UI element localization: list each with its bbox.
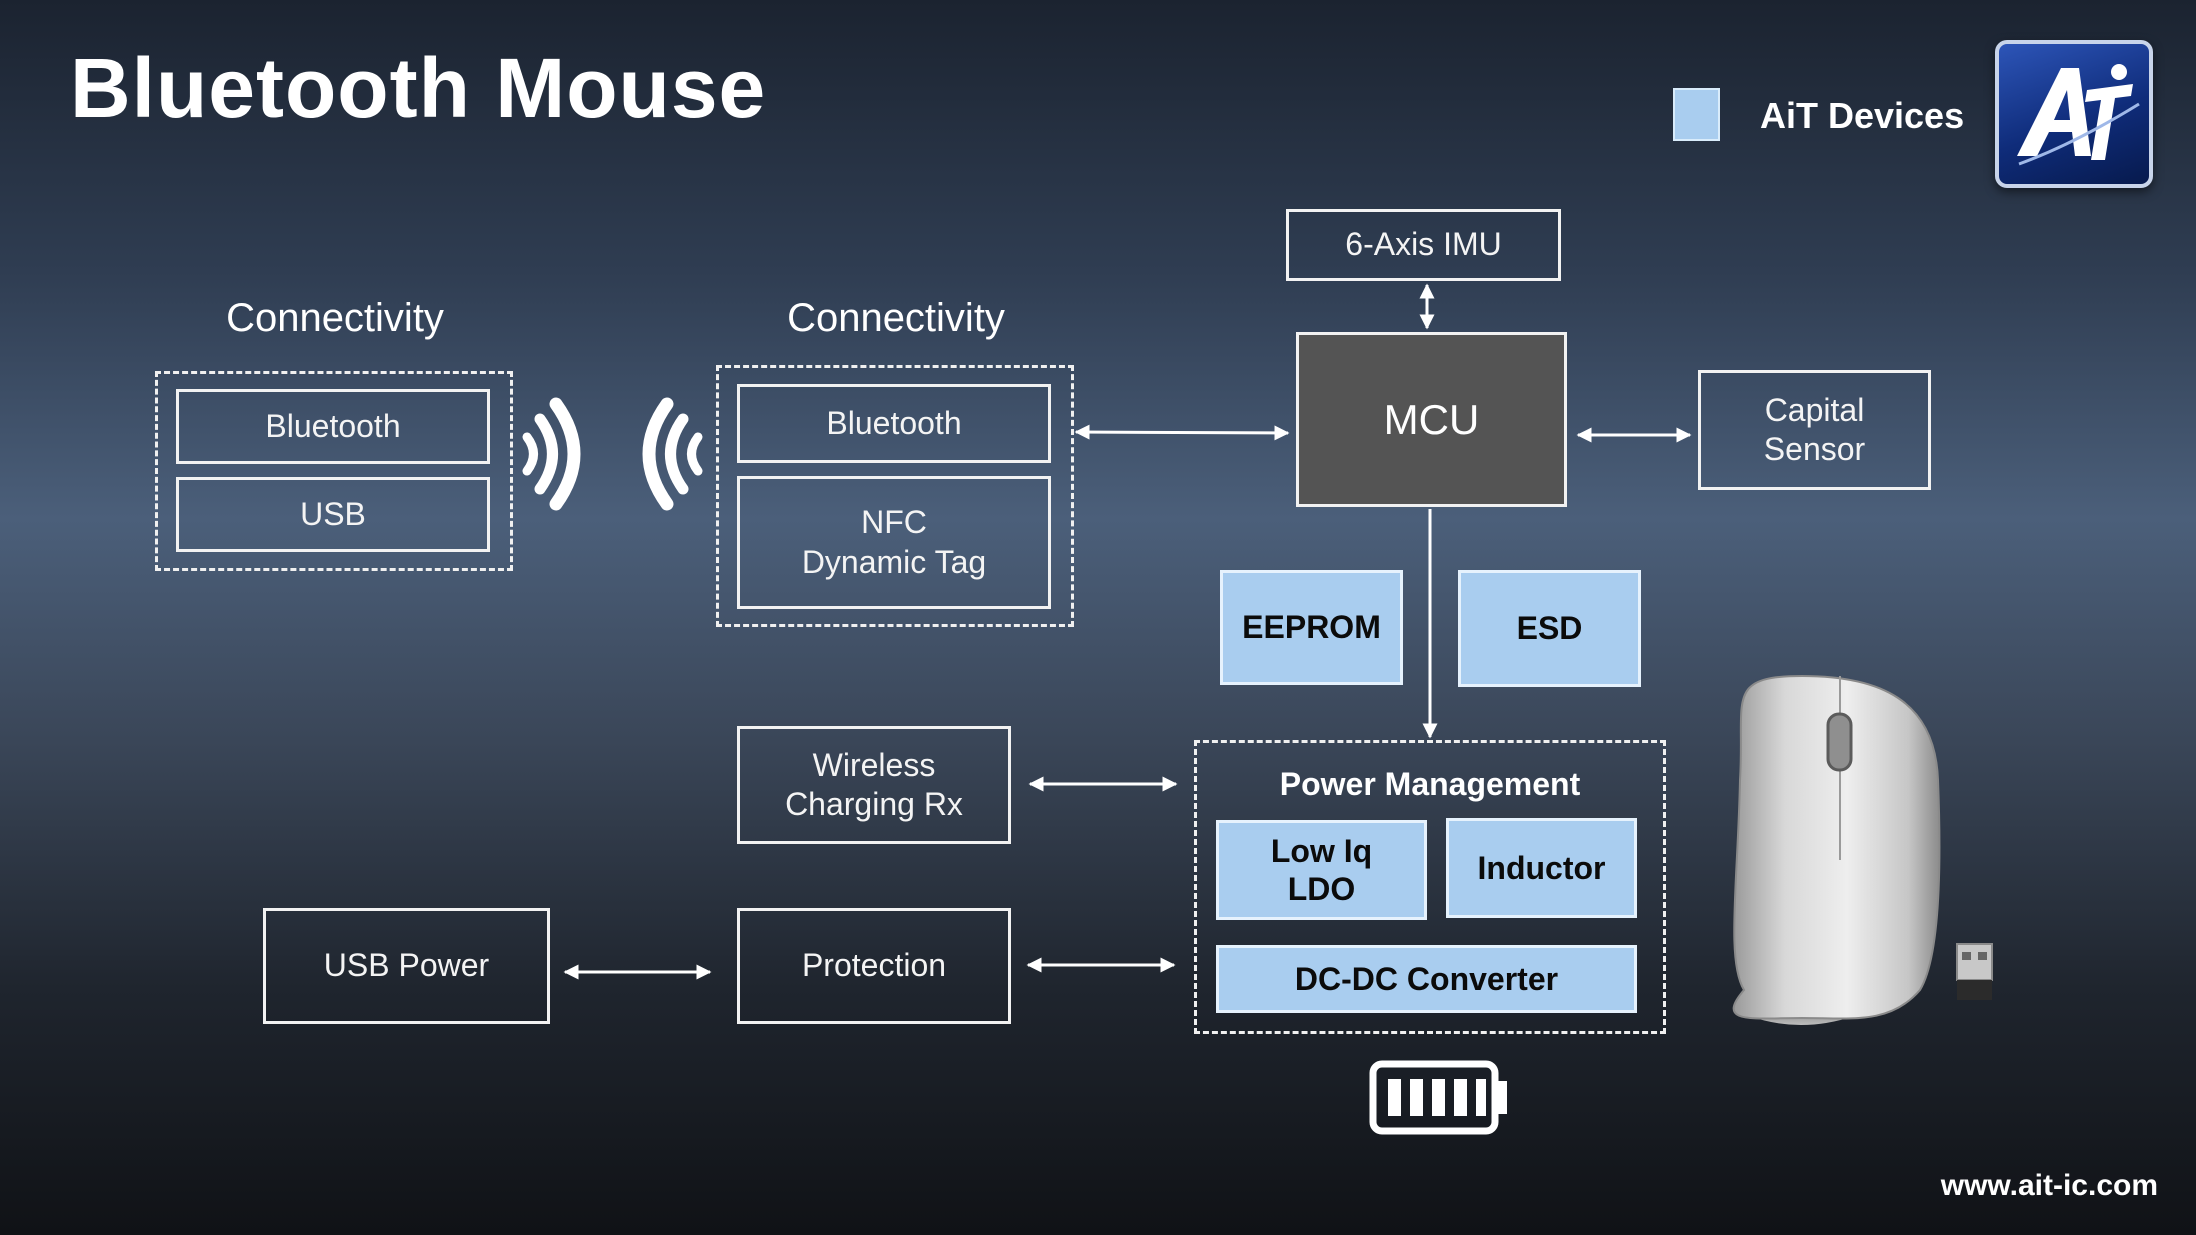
left-connectivity-group bbox=[155, 371, 513, 571]
arrow-bluetooth-mcu bbox=[1074, 424, 1290, 441]
right-connectivity-label: Connectivity bbox=[787, 296, 1005, 340]
esd-box: ESD bbox=[1458, 570, 1641, 687]
legend-label: AiT Devices bbox=[1760, 95, 1965, 136]
inductor-box: Inductor bbox=[1446, 818, 1637, 918]
eeprom-box: EEPROM bbox=[1220, 570, 1403, 685]
page-title: Bluetooth Mouse bbox=[70, 41, 767, 135]
power-management-label: Power Management bbox=[1279, 766, 1581, 802]
low-iq-ldo-box: Low Iq LDO bbox=[1216, 820, 1427, 920]
mouse-icon bbox=[1732, 674, 1941, 1025]
wireless-signal-icon bbox=[522, 397, 703, 511]
usb-power-box: USB Power bbox=[263, 908, 550, 1024]
left-usb-box: USB bbox=[176, 477, 490, 552]
capital-sensor-box: Capital Sensor bbox=[1698, 370, 1931, 490]
battery-icon bbox=[1369, 1060, 1507, 1135]
power-management-group bbox=[1194, 740, 1666, 1034]
right-bluetooth-box: Bluetooth bbox=[737, 384, 1051, 463]
left-connectivity-label: Connectivity bbox=[226, 296, 444, 340]
legend-swatch bbox=[1673, 88, 1720, 141]
mcu-box: MCU bbox=[1296, 332, 1567, 507]
usb-dongle-icon bbox=[1956, 943, 1993, 1000]
nfc-dynamic-tag-box: NFC Dynamic Tag bbox=[737, 476, 1051, 609]
ait-logo bbox=[1995, 40, 2153, 188]
protection-box: Protection bbox=[737, 908, 1011, 1024]
wireless-charging-box: Wireless Charging Rx bbox=[737, 726, 1011, 844]
imu-box: 6-Axis IMU bbox=[1286, 209, 1561, 281]
right-connectivity-group bbox=[716, 365, 1074, 627]
dc-dc-converter-box: DC-DC Converter bbox=[1216, 945, 1637, 1013]
website-url: www.ait-ic.com bbox=[1940, 1169, 2158, 1202]
ait-logo-icon bbox=[2017, 64, 2140, 166]
left-bluetooth-box: Bluetooth bbox=[176, 389, 490, 464]
